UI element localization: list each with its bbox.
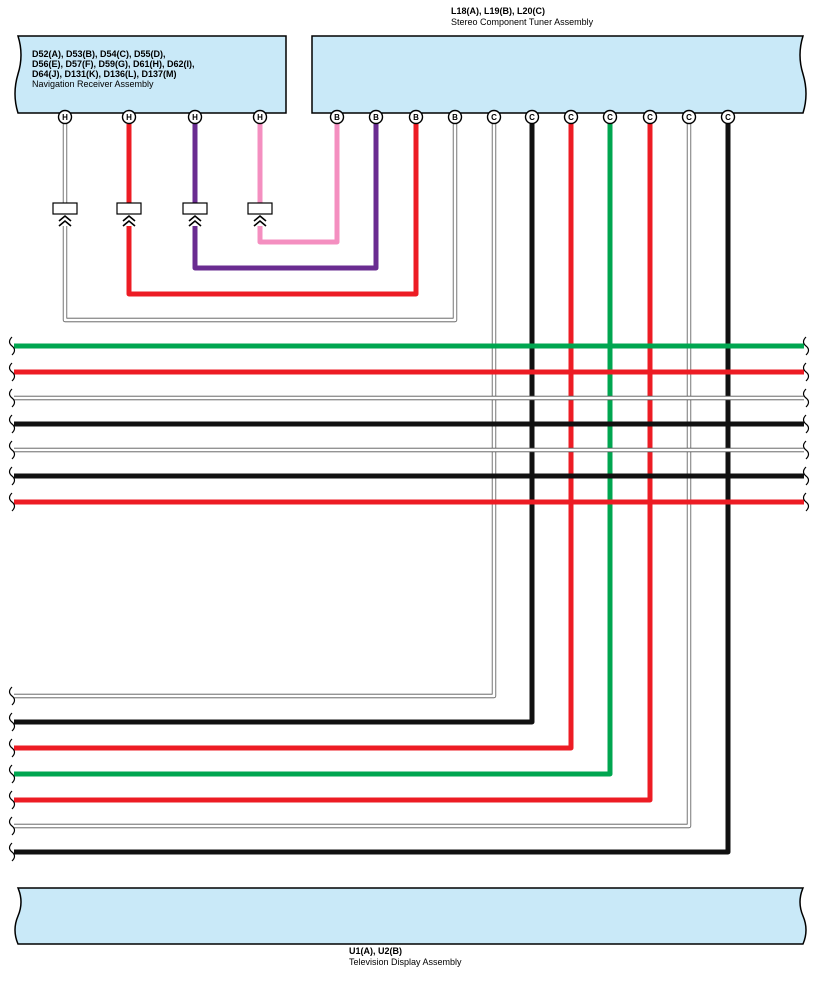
- joint-connector-4: [247, 202, 273, 215]
- bus-break-right-1: [802, 336, 810, 356]
- drop-break-1: [8, 686, 16, 706]
- tuner-pin-7-letter: C: [568, 113, 574, 122]
- tv-subtitle: Television Display Assembly: [349, 957, 462, 967]
- tuner-subtitle: Stereo Component Tuner Assembly: [451, 17, 594, 27]
- tuner-pin-8: [602, 109, 618, 125]
- tuner-pin-2-letter: B: [373, 113, 379, 122]
- nav-pin-2: [121, 109, 137, 125]
- bus-break-right-4: [802, 414, 810, 434]
- joint-connector-1: [52, 202, 78, 215]
- bus-break-left-6: [8, 466, 16, 486]
- bus-break-right-7: [802, 492, 810, 512]
- tuner-box: [311, 35, 807, 114]
- joint-chevron-4: [253, 214, 267, 227]
- link-wire-txi-plus: [192, 124, 379, 271]
- joint-chevron-3: [188, 214, 202, 227]
- bus-break-left-2: [8, 362, 16, 382]
- drop-wire-6: [14, 124, 691, 828]
- drop-break-4: [8, 764, 16, 784]
- nav-pin-3: [187, 109, 203, 125]
- tuner-pin-5: [486, 109, 502, 125]
- tuner-pin-11-letter: C: [725, 113, 731, 122]
- joint-connector-3: [182, 202, 208, 215]
- drop-wire-2: [14, 124, 535, 725]
- bus-break-right-6: [802, 466, 810, 486]
- bus-break-left-4: [8, 414, 16, 434]
- tv-title: U1(A), U2(B): [349, 946, 402, 956]
- link-wire-txo-minus: [126, 124, 419, 297]
- tuner-pin-6: [524, 109, 540, 125]
- nav-pin-2-letter: H: [126, 113, 132, 122]
- joint-connector-2: [116, 202, 142, 215]
- tuner-pin-6-letter: C: [529, 113, 535, 122]
- bus-break-right-5: [802, 440, 810, 460]
- tuner-pin-7: [563, 109, 579, 125]
- nav-pin-1: [57, 109, 73, 125]
- bus-break-left-5: [8, 440, 16, 460]
- joint-chevron-2: [122, 214, 136, 227]
- drop-wire-1: [14, 124, 496, 698]
- link-wire-txo-plus: [63, 124, 457, 322]
- drop-wire-3: [14, 124, 574, 751]
- nav-pin-4-letter: H: [257, 113, 263, 122]
- tuner-pin-2: [368, 109, 384, 125]
- nav-receiver-box: [14, 35, 287, 114]
- tuner-pin-1: [329, 109, 345, 125]
- bus-break-left-7: [8, 492, 16, 512]
- tv-display-box: [14, 887, 807, 945]
- drop-break-3: [8, 738, 16, 758]
- tuner-title: L18(A), L19(B), L20(C): [451, 6, 545, 16]
- tuner-pin-3: [408, 109, 424, 125]
- bus-break-right-3: [802, 388, 810, 408]
- drop-break-2: [8, 712, 16, 732]
- joint-chevron-1: [58, 214, 72, 227]
- nav-subtitle: Navigation Receiver Assembly: [32, 79, 154, 89]
- tuner-pin-9-letter: C: [647, 113, 653, 122]
- drop-wire-4: [14, 124, 613, 777]
- link-wire-txi-minus: [257, 124, 340, 245]
- nav-pin-1-letter: H: [62, 113, 68, 122]
- nav-title-line-1: D52(A), D53(B), D54(C), D55(D),: [32, 49, 166, 59]
- tuner-pin-4: [447, 109, 463, 125]
- nav-pin-3-letter: H: [192, 113, 198, 122]
- tuner-pin-3-letter: B: [413, 113, 419, 122]
- drop-break-6: [8, 816, 16, 836]
- drop-wire-7: [14, 124, 731, 855]
- tuner-pin-8-letter: C: [607, 113, 613, 122]
- bus-break-left-1: [8, 336, 16, 356]
- drop-break-5: [8, 790, 16, 810]
- tuner-pin-1-letter: B: [334, 113, 340, 122]
- drop-break-7: [8, 842, 16, 862]
- bus-break-right-2: [802, 362, 810, 382]
- drop-wire-5: [14, 124, 653, 803]
- tuner-pin-4-letter: B: [452, 113, 458, 122]
- tuner-pin-10-letter: C: [686, 113, 692, 122]
- tuner-pin-5-letter: C: [491, 113, 497, 122]
- tuner-pin-9: [642, 109, 658, 125]
- tuner-pin-11: [720, 109, 736, 125]
- nav-title-line-2: D56(E), D57(F), D59(G), D61(H), D62(I),: [32, 59, 195, 69]
- bus-break-left-3: [8, 388, 16, 408]
- nav-pin-4: [252, 109, 268, 125]
- tuner-pin-10: [681, 109, 697, 125]
- nav-title-line-3: D64(J), D131(K), D136(L), D137(M): [32, 69, 177, 79]
